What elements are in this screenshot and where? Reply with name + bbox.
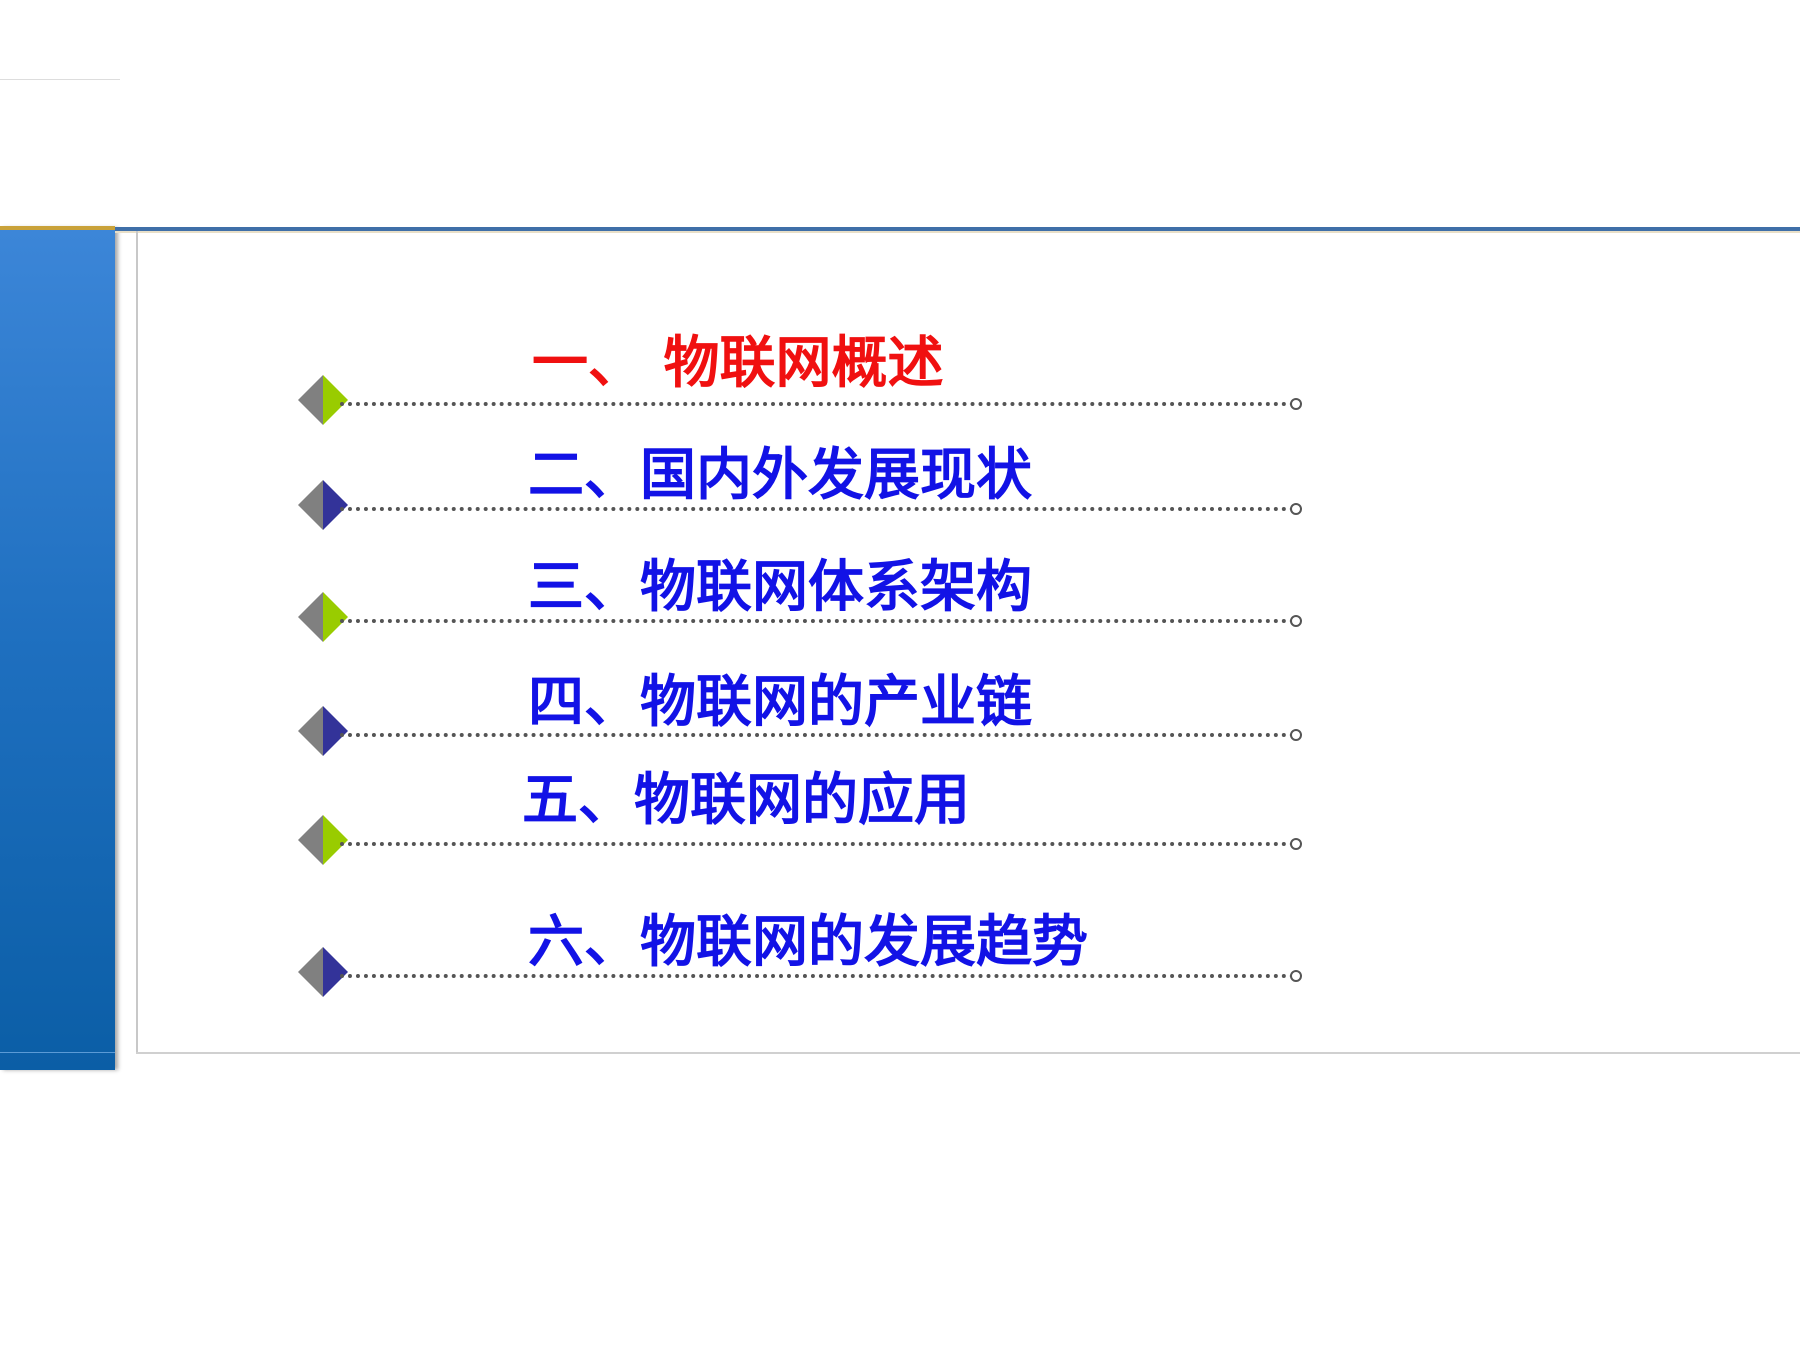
diamond-bullet-icon [298, 480, 348, 530]
content-bottom-border [136, 1052, 1800, 1054]
leader-end-dot [1290, 503, 1302, 515]
dotted-leader-line [340, 619, 1295, 623]
sidebar-band [0, 228, 115, 1070]
leader-end-dot [1290, 398, 1302, 410]
leader-end-dot [1290, 838, 1302, 850]
sidebar-gold-edge [0, 226, 115, 230]
header-rule [115, 227, 1800, 233]
dotted-leader-line [340, 402, 1295, 406]
dotted-leader-line [340, 842, 1295, 846]
toc-item-2[interactable]: 二、国内外发展现状 [528, 442, 1032, 508]
toc-item-3[interactable]: 三、物联网体系架构 [528, 554, 1032, 620]
leader-end-dot [1290, 729, 1302, 741]
diamond-bullet-icon [298, 947, 348, 997]
content-left-border [136, 231, 138, 1053]
dotted-leader-line [340, 507, 1295, 511]
diamond-bullet-icon [298, 706, 348, 756]
toc-item-1[interactable]: 一、 物联网概述 [532, 330, 944, 396]
diamond-bullet-icon [298, 592, 348, 642]
dotted-leader-line [340, 733, 1295, 737]
toc-item-4[interactable]: 四、物联网的产业链 [528, 669, 1032, 735]
diamond-bullet-icon [298, 375, 348, 425]
leader-end-dot [1290, 615, 1302, 627]
diamond-bullet-icon [298, 815, 348, 865]
toc-item-6[interactable]: 六、物联网的发展趋势 [528, 909, 1088, 975]
leader-end-dot [1290, 970, 1302, 982]
dotted-leader-line [340, 974, 1295, 978]
toc-item-5[interactable]: 五、物联网的应用 [522, 767, 970, 833]
sidebar-divider [0, 1052, 115, 1053]
top-divider-stub [0, 79, 120, 80]
